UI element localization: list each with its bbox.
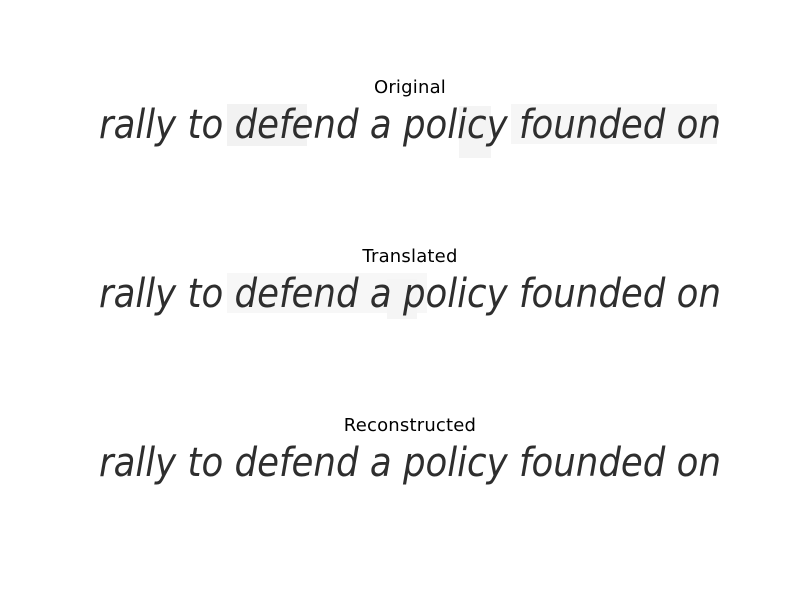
- scan-noise: [387, 279, 417, 319]
- scan-noise: [227, 104, 307, 146]
- handwriting-image: rally to defend a policy founded on: [97, 100, 723, 162]
- handwriting-text: rally to defend a policy founded on: [99, 102, 721, 148]
- panel-title: Original: [373, 77, 447, 98]
- handwriting-image-translated: rally to defend a policy founded on: [97, 269, 723, 331]
- handwriting-image: rally to defend a policy founded on: [97, 438, 723, 500]
- scan-noise: [511, 104, 717, 144]
- panel-title: Reconstructed: [343, 415, 477, 436]
- handwriting-text: rally to defend a policy founded on: [99, 440, 721, 486]
- handwriting-text: rally to defend a policy founded on: [99, 271, 721, 317]
- handwriting-image-reconstructed: rally to defend a policy founded on: [97, 438, 723, 500]
- scan-noise: [459, 106, 491, 158]
- handwriting-background: [97, 438, 723, 500]
- handwriting-image-original: rally to defend a policy founded on: [97, 100, 723, 162]
- handwriting-image: rally to defend a policy founded on: [97, 269, 723, 331]
- panel-title: Translated: [362, 246, 458, 267]
